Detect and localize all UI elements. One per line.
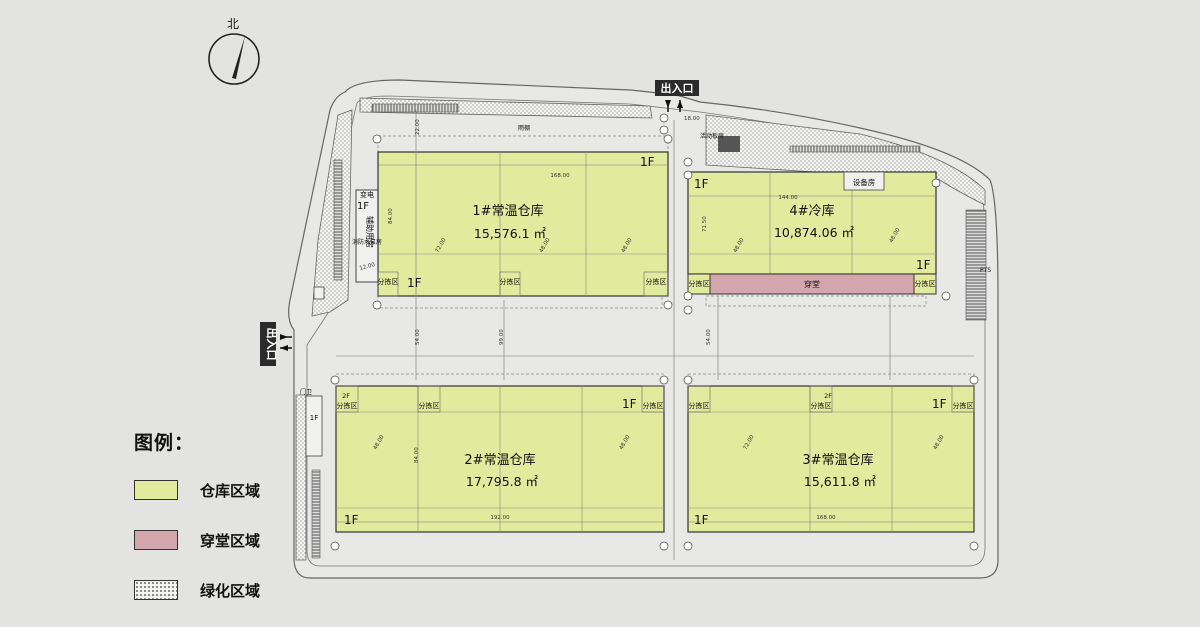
- warehouse-2-floor: 1F: [622, 397, 637, 411]
- green-area-top: [359, 97, 653, 119]
- svg-text:分拣区: 分拣区: [643, 401, 664, 410]
- legend-item-green: 绿化区域: [134, 577, 334, 603]
- svg-text:12.00: 12.00: [359, 262, 376, 272]
- axis-markers: [330, 113, 979, 551]
- svg-text:消防水泵房: 消防水泵房: [352, 238, 382, 246]
- entrance-left-label: 出入口: [265, 328, 279, 361]
- equipment-room-label: 设备房: [853, 177, 876, 187]
- warehouse-2-floor-2: 1F: [344, 513, 359, 527]
- svg-text:分拣区: 分拣区: [500, 277, 521, 286]
- svg-text:84.00: 84.00: [414, 447, 420, 463]
- equipment-block: [718, 136, 740, 152]
- svg-text:18.00: 18.00: [684, 116, 700, 122]
- north-label: 北: [227, 17, 239, 31]
- dock-b4: [705, 295, 927, 307]
- legend-item-warehouse: 仓库区域: [134, 477, 334, 503]
- svg-text:分拣区: 分拣区: [646, 277, 667, 286]
- parking-lower-left: [311, 469, 321, 559]
- svg-text:144.00: 144.00: [778, 195, 798, 201]
- legend-label-crossdock: 穿堂区域: [200, 531, 261, 550]
- aux-building-lower: [305, 395, 323, 457]
- warehouse-1-name: 1#常温仓库: [472, 203, 543, 219]
- warehouse-2-name: 2#常温仓库: [464, 452, 535, 468]
- svg-text:1F: 1F: [310, 414, 318, 422]
- gate-house: [313, 286, 325, 300]
- legend-swatch-green: [134, 580, 178, 600]
- entrance-top-arrows-icon: [665, 100, 683, 112]
- svg-text:2F: 2F: [824, 392, 832, 400]
- warehouse-4: [687, 171, 937, 275]
- legend-label-warehouse: 仓库区域: [200, 481, 261, 500]
- svg-text:分拣区: 分拣区: [419, 401, 440, 410]
- entrance-top-label: 出入口: [661, 81, 694, 95]
- warehouse-2-area: 17,795.8 ㎡: [466, 474, 539, 489]
- svg-text:分拣区: 分拣区: [689, 401, 710, 410]
- svg-text:分拣区: 分拣区: [378, 277, 399, 286]
- svg-text:192.00: 192.00: [490, 515, 510, 521]
- warehouse-4-area: 10,874.06 ㎡: [774, 225, 855, 240]
- green-area-lower-left: [295, 394, 307, 561]
- svg-text:分拣区: 分拣区: [811, 401, 832, 410]
- svg-text:54.00: 54.00: [415, 329, 421, 345]
- legend-item-crossdock: 穿堂区域: [134, 527, 334, 553]
- warehouse-3-floor-2: 1F: [694, 513, 709, 527]
- cross-dock-label: 穿堂: [804, 279, 820, 289]
- equipment-room: [843, 171, 885, 191]
- warehouse-1-floor: 1F: [640, 155, 655, 169]
- warehouse-1-floor-2: 1F: [407, 276, 422, 290]
- entrance-top-badge: [655, 80, 699, 96]
- svg-text:门卫: 门卫: [300, 388, 312, 396]
- entrance-left-badge: [260, 322, 276, 366]
- svg-text:分拣区: 分拣区: [953, 401, 974, 410]
- svg-text:分拣区: 分拣区: [689, 279, 710, 288]
- svg-text:168.00: 168.00: [550, 173, 570, 179]
- parking-left: [333, 159, 343, 281]
- svg-text:71.50: 71.50: [702, 216, 708, 232]
- warehouse-4-floor-2: 1F: [916, 258, 931, 272]
- site-plan: 北: [134, 17, 999, 600]
- legend-swatch-warehouse: [134, 480, 178, 500]
- svg-text:PTS: PTS: [980, 267, 991, 274]
- legend-title: 图例：: [134, 432, 195, 454]
- svg-text:99.00: 99.00: [499, 329, 505, 345]
- svg-text:168.00: 168.00: [816, 515, 836, 521]
- parking-top-right: [789, 145, 921, 153]
- svg-text:雨棚: 雨棚: [518, 124, 530, 132]
- entrance-left-arrows-icon: [280, 334, 292, 351]
- warehouse-1: [377, 151, 669, 297]
- axis-lines: [336, 110, 974, 560]
- svg-text:1F: 1F: [357, 201, 369, 212]
- north-arrow-icon: 北: [208, 17, 260, 85]
- warehouse-1-area: 15,576.1 ㎡: [474, 226, 547, 241]
- legend-swatch-crossdock: [134, 530, 178, 550]
- svg-text:84.00: 84.00: [388, 208, 394, 224]
- svg-text:变电: 变电: [360, 190, 374, 199]
- warehouse-3-name: 3#常温仓库: [802, 452, 873, 468]
- svg-text:活动板房: 活动板房: [700, 132, 724, 140]
- legend: 图例： 仓库区域 穿堂区域 绿化区域: [134, 428, 334, 627]
- svg-text:2F: 2F: [342, 392, 350, 400]
- parking-top: [371, 103, 459, 113]
- svg-text:分拣区: 分拣区: [337, 401, 358, 410]
- svg-text:54.00: 54.00: [706, 329, 712, 345]
- green-area-right-top: [705, 114, 986, 206]
- warehouse-4-floor: 1F: [694, 177, 709, 191]
- legend-label-green: 绿化区域: [200, 581, 261, 600]
- svg-text:22.00: 22.00: [415, 119, 421, 135]
- svg-text:辅助用房: 辅助用房: [365, 216, 375, 248]
- warehouse-3-area: 15,611.8 ㎡: [804, 474, 877, 489]
- warehouse-4-name: 4#冷库: [789, 203, 834, 219]
- parking-right: [965, 209, 987, 321]
- site-plan-drawing: 北: [208, 17, 999, 579]
- warehouse-3-floor: 1F: [932, 397, 947, 411]
- svg-text:分拣区: 分拣区: [915, 279, 936, 288]
- warehouse-3: [687, 385, 975, 533]
